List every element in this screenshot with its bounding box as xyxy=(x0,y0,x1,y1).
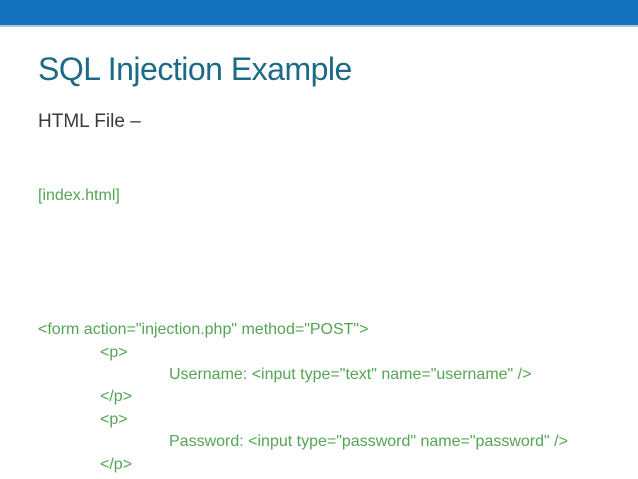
code-line: <form action="injection.php" method="POS… xyxy=(38,321,369,339)
code-line: Username: <input type="text" name="usern… xyxy=(169,366,532,384)
slide-title: SQL Injection Example xyxy=(38,51,352,87)
code-line: Password: <input type="password" name="p… xyxy=(169,433,568,451)
header-bar xyxy=(0,0,638,27)
code-line: <p> xyxy=(100,343,128,361)
slide-subtitle: HTML File – xyxy=(38,111,141,132)
filename-label: [index.html] xyxy=(38,186,120,204)
code-line: <p> xyxy=(100,410,128,428)
code-line: </p> xyxy=(100,455,133,473)
code-block: [index.html] <form action="injection.php… xyxy=(38,140,568,479)
blank-line xyxy=(38,252,568,274)
code-lines: <form action="injection.php" method="POS… xyxy=(38,319,568,479)
code-line: </p> xyxy=(100,388,133,406)
